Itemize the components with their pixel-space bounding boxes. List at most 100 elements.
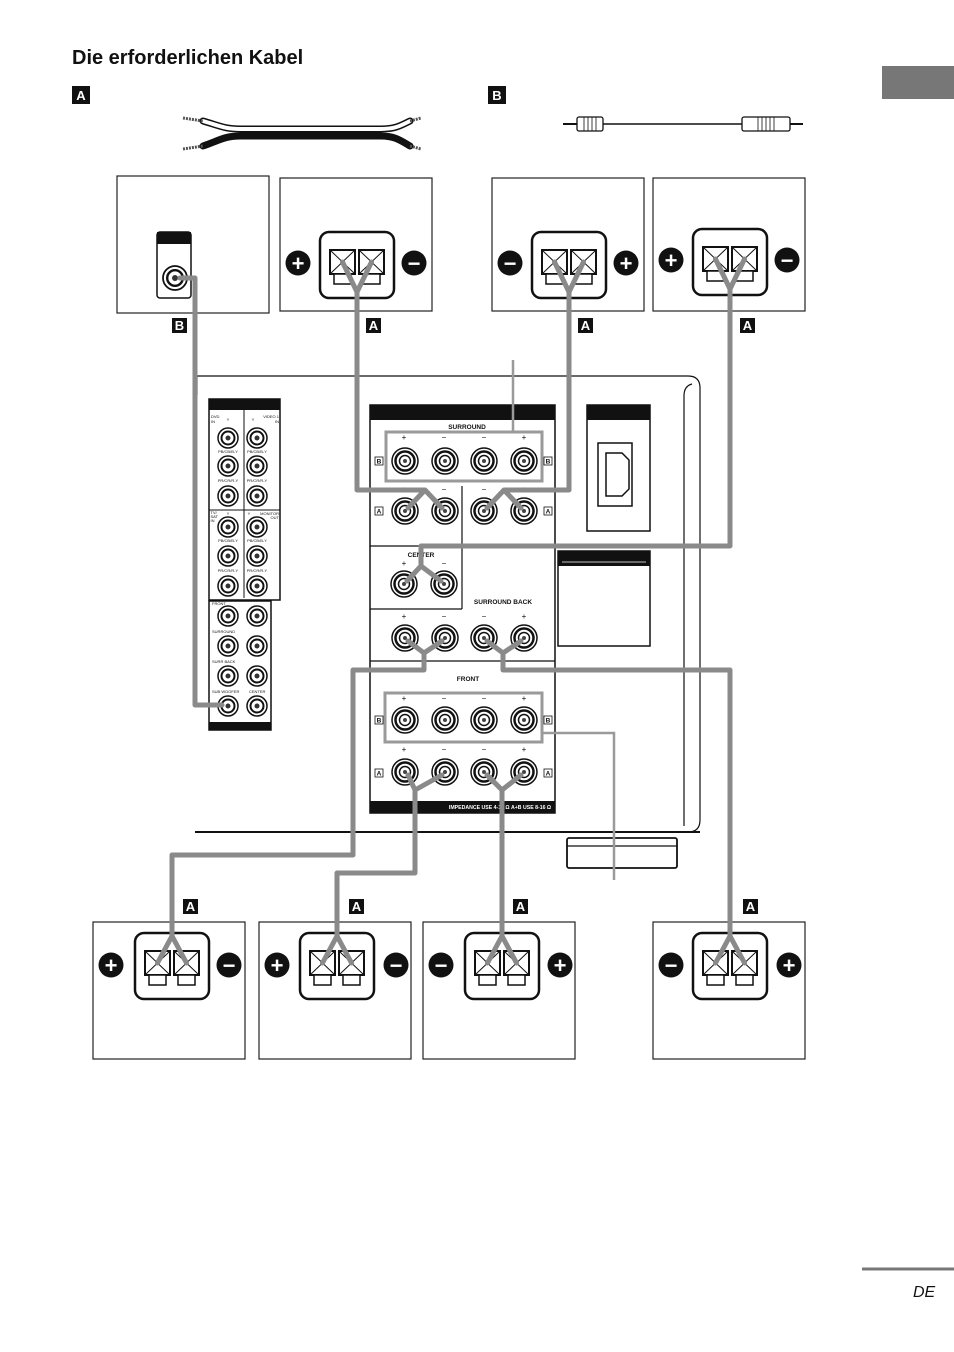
surround-back-section-label: SURROUND BACK xyxy=(474,599,532,606)
plus-icon: + xyxy=(776,952,802,978)
svg-text:+: + xyxy=(402,612,407,621)
page-title: Die erforderlichen Kabel xyxy=(72,47,303,69)
connection-label: A xyxy=(740,318,755,333)
receiver-foot xyxy=(566,837,678,869)
svg-text:−: − xyxy=(390,953,403,978)
pr-label: PR/CR/R-Y xyxy=(247,568,268,573)
plus-icon: + xyxy=(658,247,684,273)
connection-label-letter: A xyxy=(746,899,756,914)
surround-back-right-cable xyxy=(484,638,747,966)
svg-text:A: A xyxy=(546,509,551,516)
section-tab xyxy=(882,66,954,99)
dvd-in-label: DVD xyxy=(211,414,220,419)
svg-text:+: + xyxy=(554,953,567,978)
connection-label-letter: A xyxy=(516,899,526,914)
svg-text:B: B xyxy=(377,459,382,466)
pr-label: PR/CR/R-Y xyxy=(247,478,268,483)
center-label: CENTER xyxy=(249,689,266,694)
cables xyxy=(155,256,747,966)
svg-text:−: − xyxy=(442,694,447,703)
svg-text:−: − xyxy=(482,694,487,703)
speaker-terminal-icon xyxy=(298,931,376,1001)
svg-text:+: + xyxy=(402,433,407,442)
pb-label: PB/CB/B-Y xyxy=(247,538,267,543)
language-marker: DE xyxy=(913,1284,936,1301)
svg-text:+: + xyxy=(271,953,284,978)
front-label: FRONT xyxy=(212,601,226,606)
row-marker-a: A xyxy=(543,506,553,516)
y-label: Y xyxy=(227,417,230,422)
svg-text:−: − xyxy=(482,745,487,754)
svg-text:+: + xyxy=(105,953,118,978)
cable-type-a-label: A xyxy=(72,86,90,104)
minus-icon: − xyxy=(216,952,242,978)
receiver-rear-panel xyxy=(195,375,701,869)
minus-icon: − xyxy=(401,250,427,276)
plus-icon: + xyxy=(547,952,573,978)
connection-label-letter: B xyxy=(175,318,184,333)
video1-in-label: IN xyxy=(275,419,279,424)
monitor-out-label: MONITOR xyxy=(260,511,279,516)
row-marker-b: B xyxy=(374,715,384,725)
front-right-cable xyxy=(484,772,524,966)
svg-text:+: + xyxy=(402,745,407,754)
front-section-label: FRONT xyxy=(457,676,479,683)
center-cable xyxy=(404,256,747,584)
plus-icon: + xyxy=(98,952,124,978)
dvd-in-label: IN xyxy=(211,419,215,424)
svg-text:+: + xyxy=(402,559,407,568)
connection-label-letter: A xyxy=(743,318,753,333)
blank-module xyxy=(557,550,651,647)
y-label: Y xyxy=(252,417,255,422)
connection-label-letter: A xyxy=(369,318,379,333)
svg-text:−: − xyxy=(665,953,678,978)
surround-section-label: SURROUND xyxy=(448,424,486,431)
svg-text:−: − xyxy=(442,485,447,494)
svg-text:B: B xyxy=(546,718,551,725)
row-marker-b: B xyxy=(374,456,384,466)
surround-back-left-cable xyxy=(155,638,445,966)
speaker-terminal-panel: IMPEDANCE USE 4-16 Ω A+B USE 8-16 Ω SURR… xyxy=(369,404,556,814)
tv-sat-in-label: TV/ xyxy=(211,510,218,515)
pb-label: PB/CB/B-Y xyxy=(218,449,238,454)
row-marker-b: B xyxy=(543,456,553,466)
connection-label: B xyxy=(172,318,187,333)
connection-label-letter: A xyxy=(352,899,362,914)
svg-text:−: − xyxy=(442,745,447,754)
speaker-terminal-icon xyxy=(463,931,541,1001)
svg-text:B: B xyxy=(546,459,551,466)
coaxial-cable-icon xyxy=(563,116,803,132)
connection-label: A xyxy=(183,899,198,914)
minus-icon: − xyxy=(383,952,409,978)
svg-text:A: A xyxy=(377,509,382,516)
minus-icon: − xyxy=(428,952,454,978)
svg-text:−: − xyxy=(482,433,487,442)
cable-type-b-label: B xyxy=(488,86,506,104)
svg-text:+: + xyxy=(665,248,678,273)
pr-label: PR/CR/R-Y xyxy=(218,568,239,573)
plus-icon: + xyxy=(613,250,639,276)
row-marker-a: A xyxy=(374,506,384,516)
svg-text:+: + xyxy=(522,433,527,442)
cable-type-b-letter: B xyxy=(492,88,501,103)
connection-label: A xyxy=(578,318,593,333)
svg-text:+: + xyxy=(620,251,633,276)
audio-output-panel: FRONT SURROUND SURR BACK SUB WOOFER CENT… xyxy=(208,600,272,731)
svg-text:+: + xyxy=(292,251,305,276)
connection-label-letter: A xyxy=(186,899,196,914)
svg-text:−: − xyxy=(408,251,421,276)
svg-text:+: + xyxy=(522,612,527,621)
polarity-marks: + − − + + − − + + − + − − + + − − + + − … xyxy=(402,433,527,754)
subwoofer-input-jack xyxy=(156,231,192,299)
surround-label: SURROUND xyxy=(212,629,235,634)
monitor-out-label: OUT xyxy=(271,515,280,520)
svg-text:+: + xyxy=(402,694,407,703)
video1-in-label: VIDEO 1 xyxy=(263,414,280,419)
svg-text:−: − xyxy=(435,953,448,978)
svg-text:+: + xyxy=(783,953,796,978)
sub-woofer-label: SUB WOOFER xyxy=(212,689,239,694)
connection-label: A xyxy=(349,899,364,914)
svg-text:−: − xyxy=(504,251,517,276)
y-label: Y xyxy=(227,511,230,516)
